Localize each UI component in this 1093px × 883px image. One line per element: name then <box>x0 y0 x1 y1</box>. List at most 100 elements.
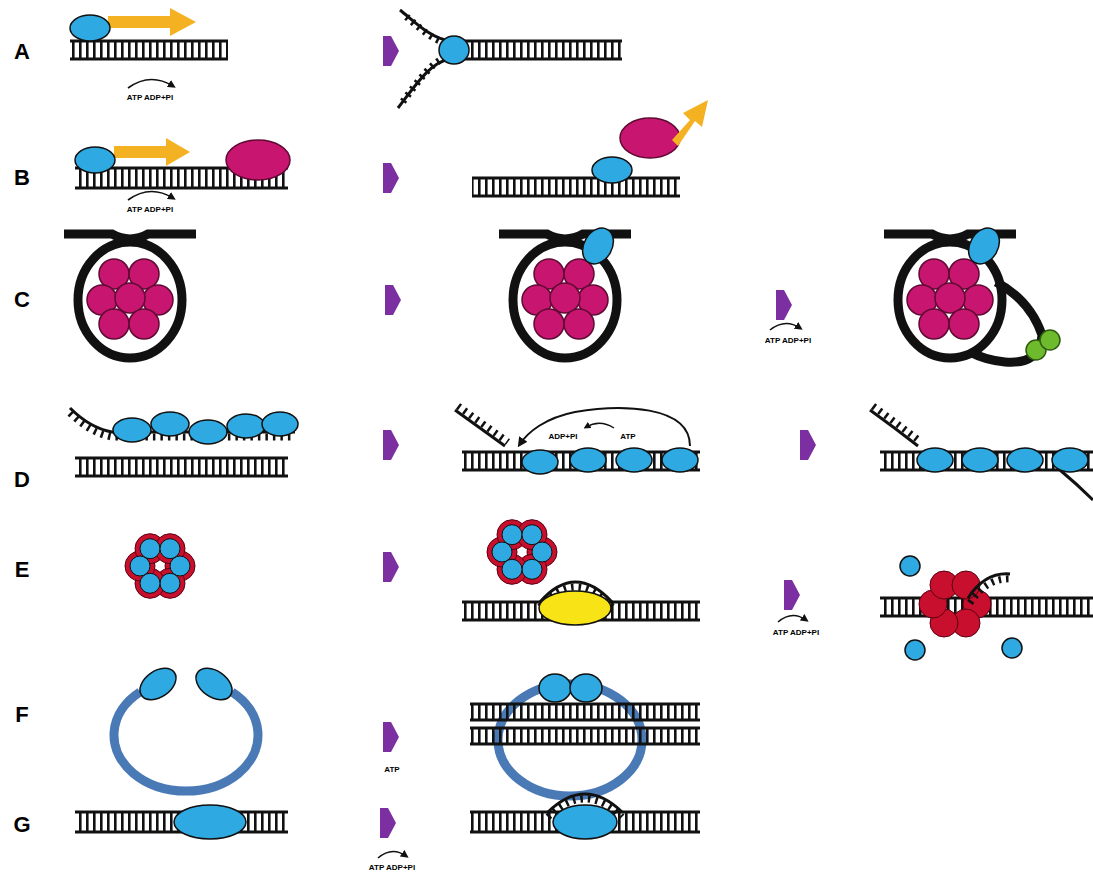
head-domain <box>190 662 238 706</box>
head-domain <box>134 662 182 706</box>
recombinase <box>962 448 998 472</box>
panel-letter: E <box>15 559 30 581</box>
dna-strand <box>75 187 288 190</box>
ss-dna-bases <box>873 406 921 442</box>
loader-protein <box>539 591 611 625</box>
released-subunit <box>900 556 920 576</box>
bound-enzyme <box>174 805 246 839</box>
panel-letter: C <box>14 289 30 311</box>
helicase-ring <box>919 571 991 637</box>
dna-duplex <box>70 41 228 59</box>
step-arrow <box>385 285 401 315</box>
row-b <box>75 100 708 200</box>
head-domain <box>570 674 602 702</box>
step-arrow <box>784 580 800 610</box>
recombinase <box>1052 448 1088 472</box>
dna-strand <box>462 58 622 61</box>
panel-letter: G <box>13 814 30 836</box>
recombinase <box>570 448 606 472</box>
recombinase <box>1007 448 1043 472</box>
reaction-label: ATP ADP+PI <box>127 206 173 214</box>
dna-duplex <box>470 728 700 744</box>
dna-strand <box>470 743 700 746</box>
dna-strand <box>472 177 680 180</box>
hexamer <box>487 520 557 585</box>
ss-dna-bases <box>458 406 508 442</box>
reaction-label: ATP ADP+PI <box>127 94 173 102</box>
atp-arrow <box>378 851 406 858</box>
step-arrow <box>383 552 399 582</box>
released-subunit <box>1002 638 1022 658</box>
remodeler <box>576 223 619 270</box>
step-arrow <box>776 290 792 320</box>
dna-duplex <box>472 178 680 196</box>
helicase <box>70 15 110 41</box>
ss-dna-bases <box>70 413 295 437</box>
row-g <box>75 794 700 858</box>
displaced-protein <box>620 118 680 158</box>
atp-arrow <box>128 79 173 88</box>
ss-dna <box>870 410 918 446</box>
atp-arrow <box>586 423 614 428</box>
ss-dna <box>400 10 450 41</box>
reaction-label: ATP <box>384 766 399 774</box>
bound-enzyme <box>553 805 617 839</box>
recombinase <box>151 412 189 436</box>
panel-letter: F <box>15 704 28 726</box>
panel-letter: B <box>14 167 30 189</box>
recombinase <box>522 450 558 474</box>
row-c <box>64 223 1060 363</box>
direction-arrow <box>672 100 708 146</box>
recombinase <box>189 420 227 444</box>
bound-protein <box>226 140 290 180</box>
panel-letter: D <box>14 469 30 491</box>
step-arrow <box>800 430 816 460</box>
reaction-label: ATP <box>620 433 635 441</box>
dna-duplex <box>75 458 288 476</box>
recombinase <box>662 448 698 472</box>
reaction-label: ATP ADP+PI <box>773 629 819 637</box>
helicase <box>592 157 632 183</box>
translocation-arrow <box>520 408 690 446</box>
hexamer <box>125 534 195 599</box>
nucleosome <box>64 234 196 358</box>
reaction-label: ATP ADP+PI <box>369 864 415 872</box>
dna-strand <box>472 195 680 198</box>
dna-strand <box>75 475 288 478</box>
recombinase <box>917 448 953 472</box>
dna-strand <box>75 457 288 460</box>
released-subunit <box>905 640 925 660</box>
atp-arrow <box>778 615 806 622</box>
dna-duplex <box>470 704 700 720</box>
remodeler <box>962 223 1005 270</box>
recombinase <box>113 418 151 442</box>
ss-dna-bases <box>401 55 453 104</box>
step-arrow <box>383 430 399 460</box>
step-arrow <box>383 36 399 66</box>
recombinase <box>616 448 652 472</box>
direction-arrow <box>108 8 196 36</box>
reaction-label: ADP+PI <box>548 433 577 441</box>
step-arrow <box>380 808 396 838</box>
dna-strand <box>462 40 622 43</box>
atp-arrow <box>128 191 173 200</box>
binding-factor <box>1040 330 1060 350</box>
displaced-strand <box>1060 470 1093 500</box>
row-f <box>114 662 700 796</box>
row-a <box>70 8 622 108</box>
row-d <box>70 406 1093 500</box>
head-domain <box>539 674 571 702</box>
helicase <box>439 36 469 64</box>
dna-strand <box>470 703 700 706</box>
row-e <box>125 520 1093 660</box>
dna-strand <box>470 727 700 730</box>
step-arrow <box>383 163 399 193</box>
direction-arrow <box>114 138 190 166</box>
reaction-label: ATP ADP+PI <box>765 337 811 345</box>
recombinase <box>262 412 298 436</box>
dna-strand <box>70 58 228 61</box>
smc-ring <box>114 692 258 791</box>
